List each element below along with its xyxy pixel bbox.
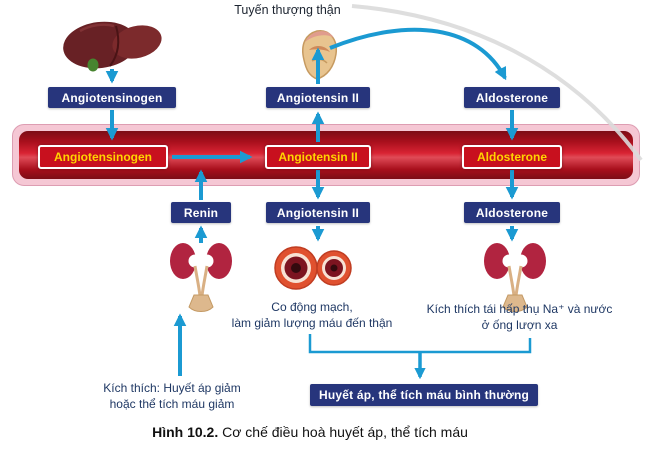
note-stimulus: Kích thích: Huyết áp giảm hoặc thể tích …: [82, 381, 262, 412]
outcome-bracket: [308, 334, 532, 354]
box-outcome-normal-bp: Huyết áp, thể tích máu bình thường: [310, 384, 538, 406]
box-angiotensinogen-top: Angiotensinogen: [48, 87, 176, 108]
arteriole-cross-section-icon: [274, 246, 352, 290]
figure-caption-number: Hình 10.2.: [152, 424, 219, 440]
box-angiotensin2-below: Angiotensin II: [266, 202, 370, 223]
figure-caption-title: Cơ chế điều hoà huyết áp, thể tích máu: [218, 424, 468, 440]
box-renin: Renin: [171, 202, 231, 223]
adrenal-gland-label: Tuyến thượng thận: [234, 3, 341, 17]
note-vasoconstriction-line1: Co động mạch,: [271, 300, 353, 314]
box-aldosterone-vessel: Aldosterone: [462, 145, 562, 169]
note-reabsorption-line1: Kích thích tái hấp thụ Na⁺ và nước: [426, 302, 613, 316]
figure-caption: Hình 10.2. Cơ chế điều hoà huyết áp, thể…: [20, 424, 600, 440]
flow-arrows: [105, 27, 532, 380]
note-stimulus-line2: hoặc thể tích máu giảm: [109, 396, 235, 411]
liver-icon: [63, 21, 162, 72]
note-vasoconstriction: Co động mạch, làm giảm lượng máu đến thậ…: [222, 300, 402, 331]
note-vasoconstriction-line2: làm giảm lượng máu đến thận: [231, 315, 393, 330]
box-aldosterone-top: Aldosterone: [464, 87, 560, 108]
note-stimulus-line1: Kích thích: Huyết áp giảm: [103, 381, 241, 395]
arrow-adrenal-to-aldosterone: [329, 27, 507, 81]
note-reabsorption-line2: ở ống lượn xa: [481, 317, 558, 332]
note-reabsorption: Kích thích tái hấp thụ Na⁺ và nước ở ống…: [412, 302, 627, 333]
box-angiotensin2-vessel: Angiotensin II: [265, 145, 371, 169]
kidney-left-icon: [170, 243, 232, 312]
background-swoosh: [351, 4, 643, 162]
box-angiotensin2-top: Angiotensin II: [266, 87, 370, 108]
box-angiotensinogen-vessel: Angiotensinogen: [38, 145, 168, 169]
box-aldosterone-below: Aldosterone: [464, 202, 560, 223]
